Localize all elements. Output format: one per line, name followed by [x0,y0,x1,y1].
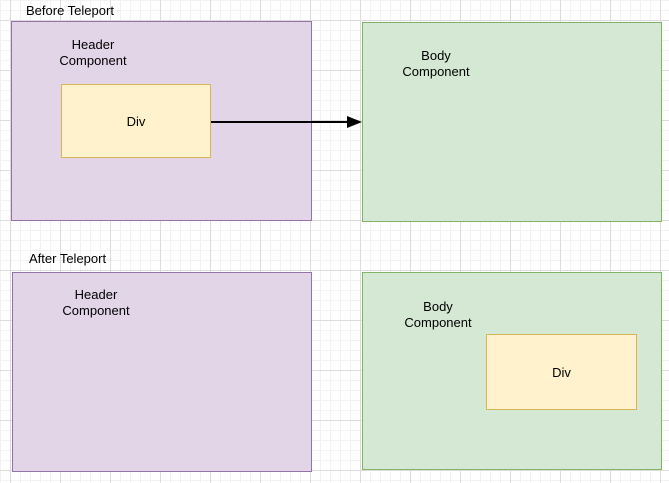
before-div-box: Div [61,84,211,158]
after-div-label: Div [552,364,571,380]
after-body-component-box: Body Component Div [362,272,662,470]
after-teleport-section-label: After Teleport [29,251,107,266]
before-body-component-box: Body Component [362,22,662,222]
after-header-component-box: Header Component [12,272,312,472]
before-teleport-section-label: Before Teleport [26,3,114,18]
before-header-component-box: Header Component Div [11,21,312,221]
after-header-component-label: Header Component [62,287,130,318]
before-header-component-label: Header Component [59,37,127,68]
after-body-component-label: Body Component [404,299,472,330]
after-div-box: Div [486,334,637,410]
before-div-label: Div [126,113,146,129]
teleport-arrowhead-icon [347,116,362,128]
before-body-component-label: Body Component [402,48,470,79]
